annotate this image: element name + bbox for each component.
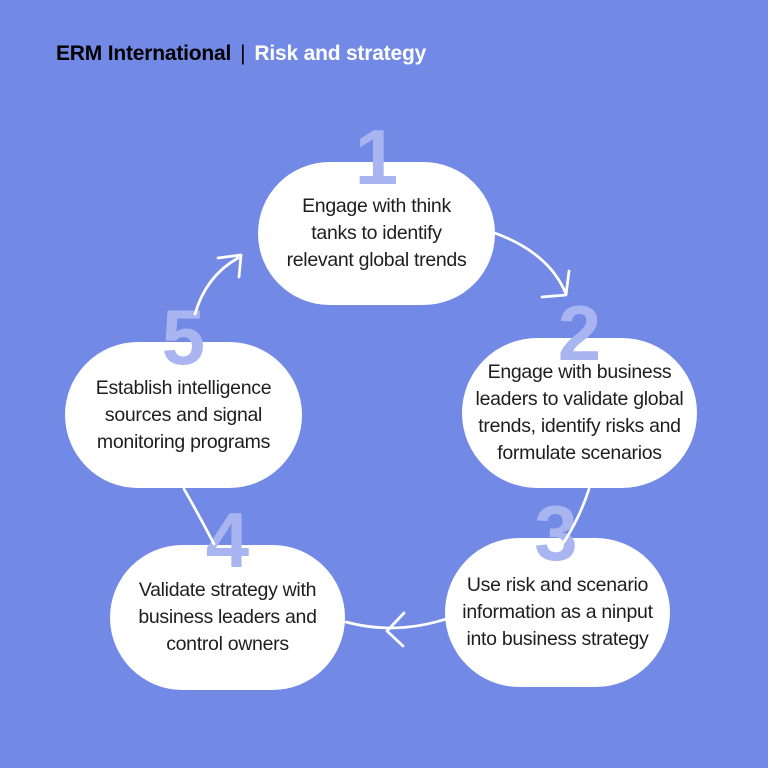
- arrow-step5-to-step1-head: [216, 253, 243, 279]
- header: ERM International | Risk and strategy: [56, 42, 426, 66]
- arrow-step3-to-step4-head: [385, 611, 406, 648]
- arrow-step3-to-step4-line: [344, 615, 454, 630]
- step-3-text: Use risk and scenario information as a n…: [462, 574, 653, 650]
- step-2-text: Engage with business leaders to validate…: [475, 361, 684, 464]
- step-4-text: Validate strategy with business leaders …: [138, 579, 317, 655]
- step-2-number: 2: [557, 289, 602, 377]
- step-5-text: Establish intelligence sources and signa…: [95, 376, 272, 453]
- step-5-number: 5: [161, 293, 206, 381]
- page-title: Risk and strategy: [254, 42, 427, 65]
- step-4-bubble: Validate strategy with business leaders …: [110, 545, 345, 690]
- step-1-text: Engage with think tanks to identify rele…: [286, 195, 467, 271]
- step-5-bubble: Establish intelligence sources and signa…: [65, 342, 302, 488]
- step-3-bubble: Use risk and scenario information as a n…: [445, 538, 670, 687]
- brand-name: ERM International: [56, 42, 232, 65]
- step-1-bubble: Engage with think tanks to identify rele…: [258, 162, 495, 305]
- step-3-number: 3: [534, 489, 578, 577]
- step-2-bubble: Engage with business leaders to validate…: [462, 338, 697, 488]
- step-1-number: 1: [354, 113, 399, 201]
- header-separator: |: [240, 42, 246, 65]
- step-4-number: 4: [205, 496, 250, 584]
- arrow-step1-to-step2-line: [490, 230, 568, 296]
